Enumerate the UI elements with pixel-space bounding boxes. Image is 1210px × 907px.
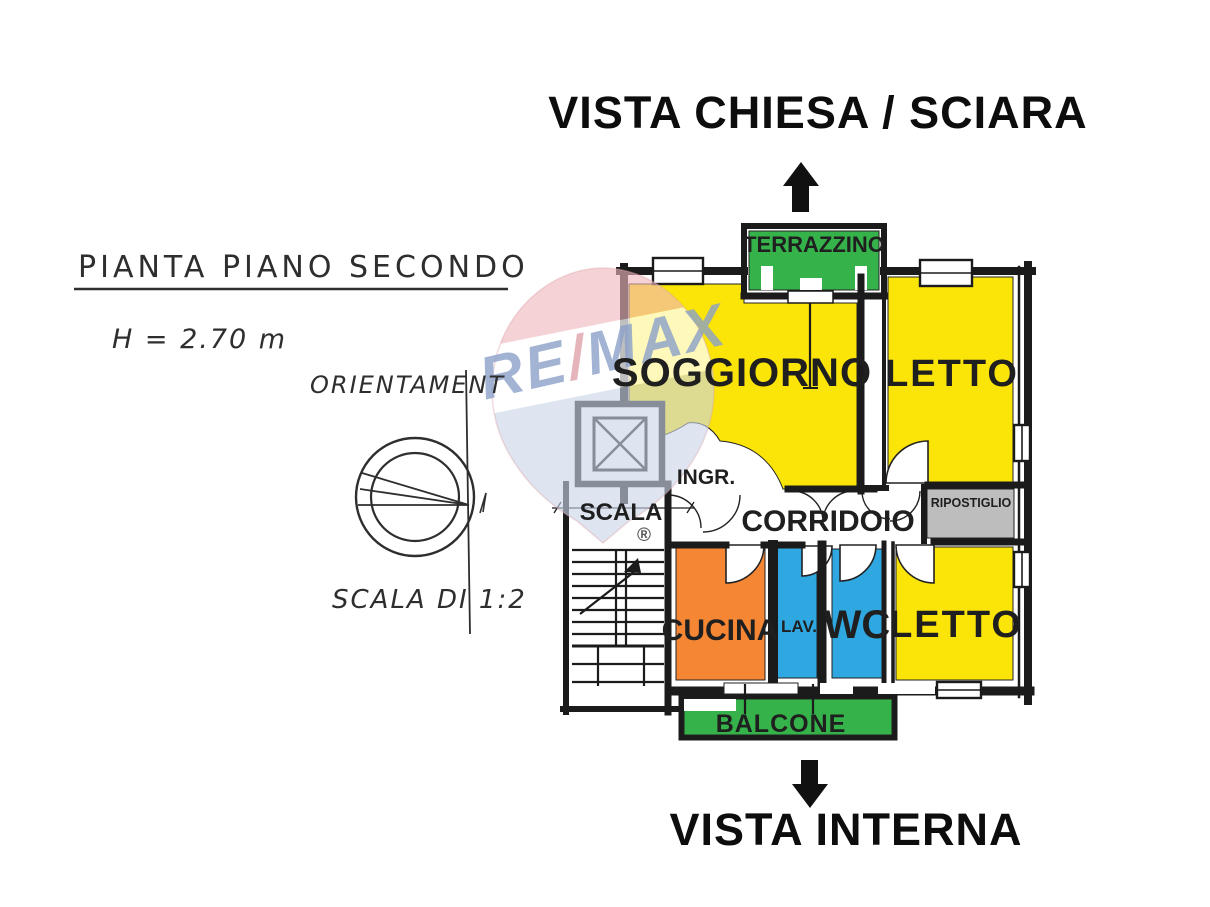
windows: [651, 256, 1032, 700]
door-wc: [839, 544, 877, 582]
label-scala: SCALA: [580, 499, 663, 526]
plan-title: PIANTA PIANO SECONDO: [78, 250, 529, 285]
compass: [354, 369, 487, 635]
plan-annotations: PIANTA PIANO SECONDO H = 2.70 m ORIENTAM…: [74, 250, 529, 615]
arrow-down-icon: [792, 760, 828, 808]
label-terrazzino: TERRAZZINO: [743, 232, 885, 257]
compass-needle-tip: [479, 492, 487, 514]
balloon-outline: [491, 267, 715, 544]
view-banners: VISTA CHIESA / SCIARA VISTA INTERNA: [548, 87, 1087, 855]
label-ripostiglio: RIPOSTIGLIO: [931, 496, 1012, 510]
stair-direction-arrow: [624, 558, 641, 573]
registered-mark: ®: [637, 525, 651, 546]
label-letto-nord: LETTO: [885, 353, 1019, 395]
scale-label: SCALA DI 1:2: [332, 585, 527, 615]
balcone-outline: [678, 693, 898, 741]
label-cucina: CUCINA: [662, 614, 779, 647]
terrazzino-structure: [741, 223, 887, 389]
ceiling-height-note: H = 2.70 m: [112, 324, 287, 355]
label-lavanderia: LAV.: [781, 617, 817, 636]
stair-direction-line: [579, 571, 635, 615]
bottom-openings: [723, 682, 935, 714]
door-letto-nord: [885, 440, 929, 484]
compass-needle-fan: [358, 472, 470, 506]
banner-top: VISTA CHIESA / SCIARA: [548, 87, 1087, 138]
label-letto-sud: LETTO: [889, 604, 1023, 646]
compass-inner-ring: [369, 451, 461, 543]
room-ripostiglio: [926, 488, 1015, 539]
staircase: [552, 501, 695, 686]
label-wc: WC: [824, 603, 891, 647]
door-lavanderia: [801, 545, 833, 577]
room-labels: SOGGIORNO LETTO CORRIDOIO INGR. SCALA CU…: [580, 232, 1023, 738]
door-letto-sud: [895, 544, 935, 584]
label-soggiorno: SOGGIORNO: [612, 351, 872, 395]
balloon-white-band: [492, 298, 714, 418]
compass-meridian-line: [465, 369, 471, 635]
label-corridoio: CORRIDOIO: [741, 505, 914, 538]
compass-outer-ring: [354, 436, 476, 558]
orientation-label: ORIENTAMENT: [310, 371, 505, 399]
label-balcone: BALCONE: [716, 710, 847, 738]
arrow-up-icon: [783, 162, 819, 212]
label-ingresso: INGR.: [677, 466, 735, 489]
banner-bottom: VISTA INTERNA: [669, 804, 1022, 855]
room-fills: [628, 230, 1015, 736]
